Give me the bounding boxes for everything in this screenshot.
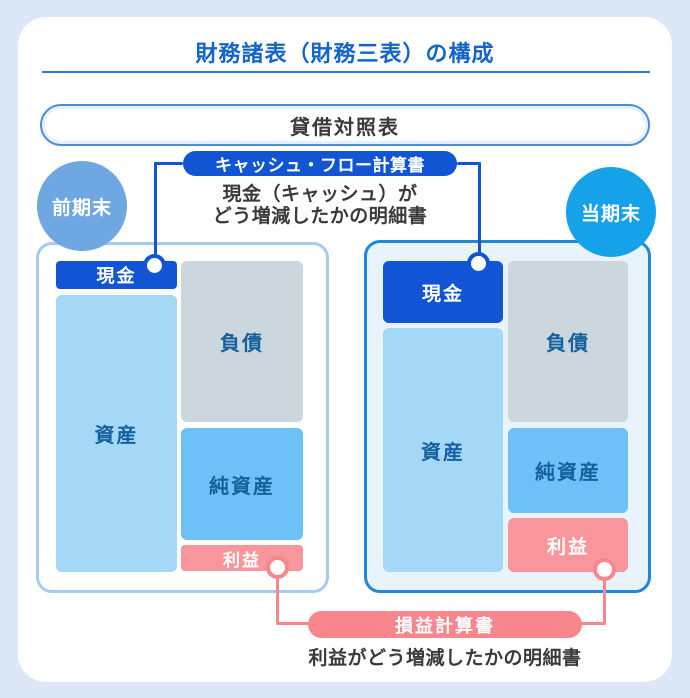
profit-loss-connector-left-horizontal (276, 622, 310, 625)
profit-loss-statement-pill: 損益計算書 (308, 611, 582, 638)
cash-connector-dot-previous (143, 254, 166, 277)
balance-sheet-label: 貸借対照表 (290, 116, 400, 139)
net-assets-box-previous: 純資産 (181, 428, 303, 540)
profit-connector-dot-current (593, 558, 616, 581)
balance-sheet-pill: 貸借対照表 (40, 104, 650, 146)
cash-flow-connector-right-horizontal (457, 162, 481, 165)
profit-loss-connector-right-vertical (603, 572, 606, 625)
cash-flow-statement-pill: キャッシュ・フロー計算書 (183, 151, 457, 176)
assets-box-current: 資産 (383, 328, 503, 572)
liabilities-box-current: 負債 (508, 261, 628, 422)
cash-flow-statement-label: キャッシュ・フロー計算書 (215, 156, 425, 175)
profit-connector-dot-previous (266, 556, 289, 579)
cash-flow-description-line2: どう増減したかの明細書 (212, 206, 428, 227)
cash-flow-connector-left-vertical (154, 162, 157, 258)
profit-loss-connector-right-horizontal (580, 622, 606, 625)
profit-loss-connector-left-vertical (276, 568, 279, 625)
net-assets-box-current: 純資産 (508, 428, 628, 513)
cash-flow-connector-right-vertical (478, 162, 481, 256)
cash-flow-connector-left-horizontal (154, 162, 183, 165)
current-period-badge: 当期末 (566, 167, 656, 257)
profit-loss-description: 利益がどう増減したかの明細書 (308, 648, 582, 669)
profit-loss-statement-label: 損益計算書 (395, 615, 495, 636)
previous-period-badge: 前期末 (37, 161, 127, 251)
cash-connector-dot-current (467, 252, 490, 275)
assets-box-previous: 資産 (56, 295, 177, 572)
page-title: 財務諸表（財務三表）の構成 (195, 41, 495, 66)
cash-flow-description-line1: 現金（キャッシュ）が (222, 184, 418, 205)
liabilities-box-previous: 負債 (181, 261, 303, 422)
title-underline (42, 71, 650, 73)
